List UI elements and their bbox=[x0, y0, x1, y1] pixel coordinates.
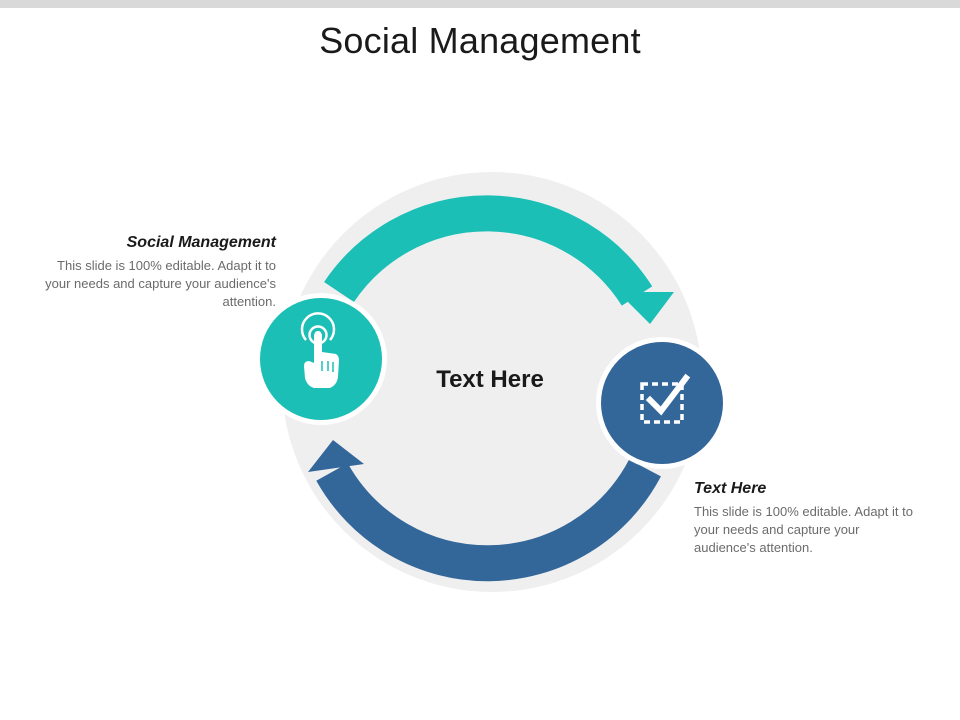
background-circle bbox=[282, 172, 702, 592]
callout-title: Social Management bbox=[126, 234, 276, 251]
slide-title: Social Management bbox=[319, 20, 641, 61]
top-bar bbox=[0, 0, 960, 8]
checkbox-check-icon bbox=[640, 373, 691, 424]
callout-body: This slide is 100% editable. Adapt it to… bbox=[694, 504, 913, 555]
top-arc-arrow bbox=[324, 195, 653, 306]
bottom-arc-arrow bbox=[316, 459, 661, 582]
right-node bbox=[601, 342, 723, 464]
callout-body: This slide is 100% editable. Adapt it to… bbox=[45, 258, 276, 309]
top-arrowhead bbox=[618, 292, 674, 324]
callout-title: Text Here bbox=[694, 480, 767, 497]
callout-text-here: Text Here This slide is 100% editable. A… bbox=[694, 480, 920, 557]
touch-hand-icon bbox=[300, 312, 339, 388]
bottom-arrowhead bbox=[308, 440, 364, 472]
center-text: Text Here bbox=[436, 366, 544, 393]
callout-social-management: Social Management This slide is 100% edi… bbox=[40, 234, 276, 311]
